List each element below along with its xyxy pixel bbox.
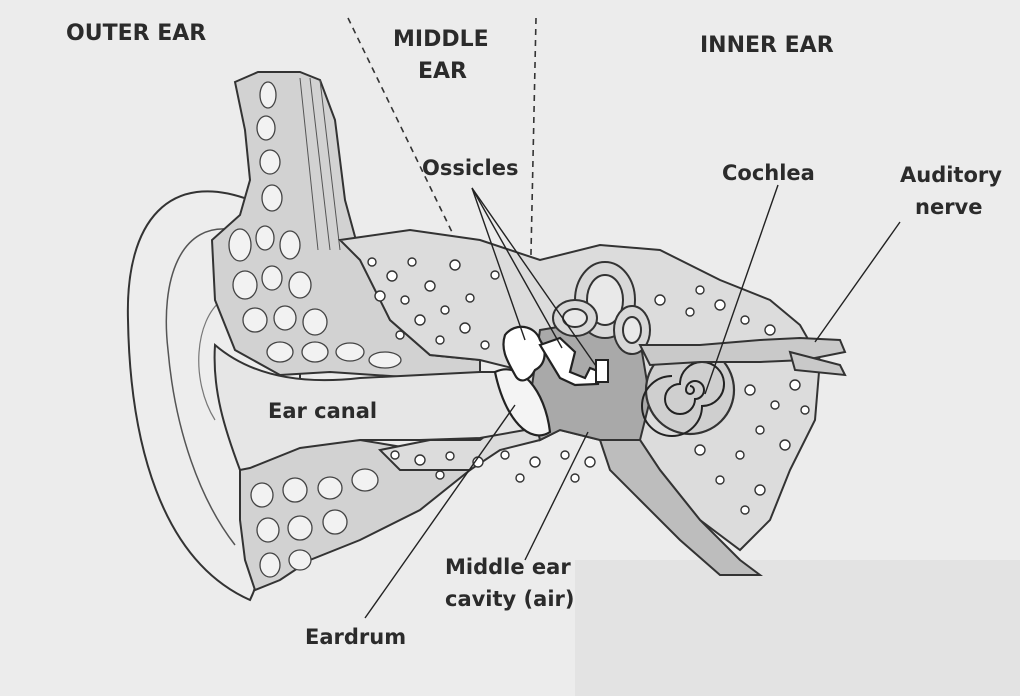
label-ear-canal: Ear canal	[268, 399, 377, 423]
label-eardrum: Eardrum	[305, 625, 406, 649]
label-auditory-line2: nerve	[915, 195, 982, 219]
bleed-through-patch	[575, 560, 1020, 696]
label-cochlea: Cochlea	[722, 161, 815, 185]
section-title-outer-ear: OUTER EAR	[66, 21, 206, 46]
section-title-middle-ear-line2: EAR	[418, 59, 467, 84]
label-auditory-line1: Auditory	[900, 163, 1002, 187]
label-ossicles: Ossicles	[422, 156, 518, 180]
label-middle-ear-line2: cavity (air)	[445, 587, 574, 611]
section-title-inner-ear: INNER EAR	[700, 33, 834, 58]
section-title-middle-ear-line1: MIDDLE	[393, 27, 489, 52]
label-middle-ear-line1: Middle ear	[445, 555, 571, 579]
